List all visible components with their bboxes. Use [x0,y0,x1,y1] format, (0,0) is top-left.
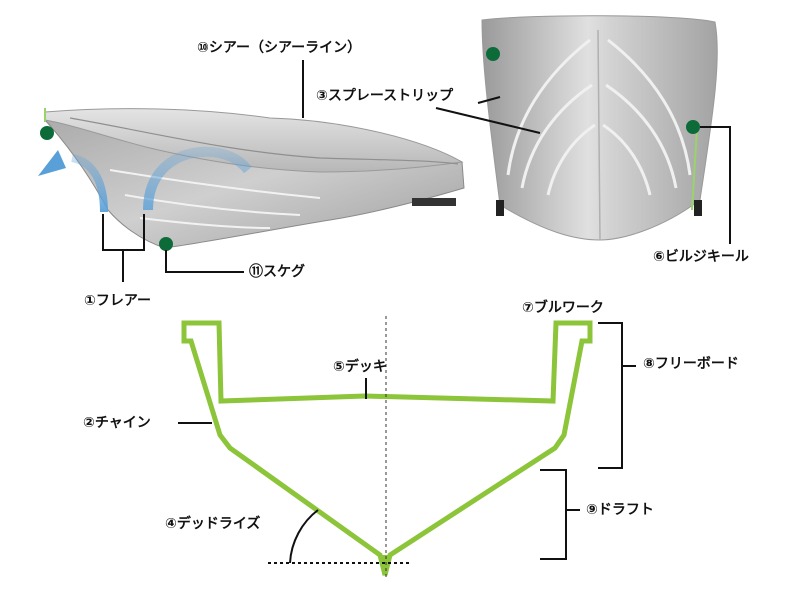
leader-spray-1 [477,96,501,104]
label-flare: ①フレアー [84,293,152,309]
label-bulwark: ⑦ブルワーク [522,300,604,316]
front-spray-right-3 [602,123,652,196]
hull-cross-section [178,316,636,580]
front-bilge-keel-right [694,200,702,216]
front-spray-left-3 [546,123,596,196]
label-bilge-keel: ⑥ビルジキール [653,249,749,265]
front-bilge-keel-left [496,200,504,216]
side-sheer-line [69,117,459,165]
hull-section-outline [181,320,593,576]
leader-lines [102,60,731,282]
front-spray-right-2 [605,83,678,189]
flare-arrow-head [38,150,66,176]
side-spray-strip-1 [109,169,321,199]
leader-skeg [165,250,244,273]
label-spray-strip: ③スプレーストリップ [316,88,454,104]
flare-arrow-outer [70,154,108,213]
front-bow-ridge [597,29,601,241]
label-sheer: ⑩シアー（シアーライン） [197,40,362,56]
label-chine: ②チャイン [83,415,151,431]
side-view-boat [38,108,465,249]
leader-spray-2 [435,107,541,134]
bracket-freeboard [598,322,636,469]
leader-flare [102,214,145,282]
markers [40,47,700,251]
label-skeg: ⑪スケグ [249,264,305,280]
side-hull-deck [44,108,464,173]
front-spray-left-1 [506,38,591,176]
deadrise-angle-arc [289,509,319,564]
label-freeboard: ⑧フリーボード [643,356,739,372]
side-stern-step [412,198,456,206]
flare-arrow-inner [143,146,252,211]
bracket-draft [540,469,580,560]
marker-bow [40,126,54,140]
marker-bilge-keel [686,120,700,134]
leader-bilge-keel [700,126,731,244]
label-deadrise: ④デッドライズ [165,516,261,532]
front-bilge-edge [691,127,698,211]
label-deck: ⑤デッキ [333,359,387,375]
front-view-boat [481,15,718,241]
front-spray-left-2 [520,83,593,189]
label-draft: ⑨ドラフト [586,502,654,518]
front-spray-right-1 [607,38,692,176]
marker-skeg [159,237,173,251]
side-spray-strip-3 [139,217,271,229]
marker-front-top [486,47,500,61]
